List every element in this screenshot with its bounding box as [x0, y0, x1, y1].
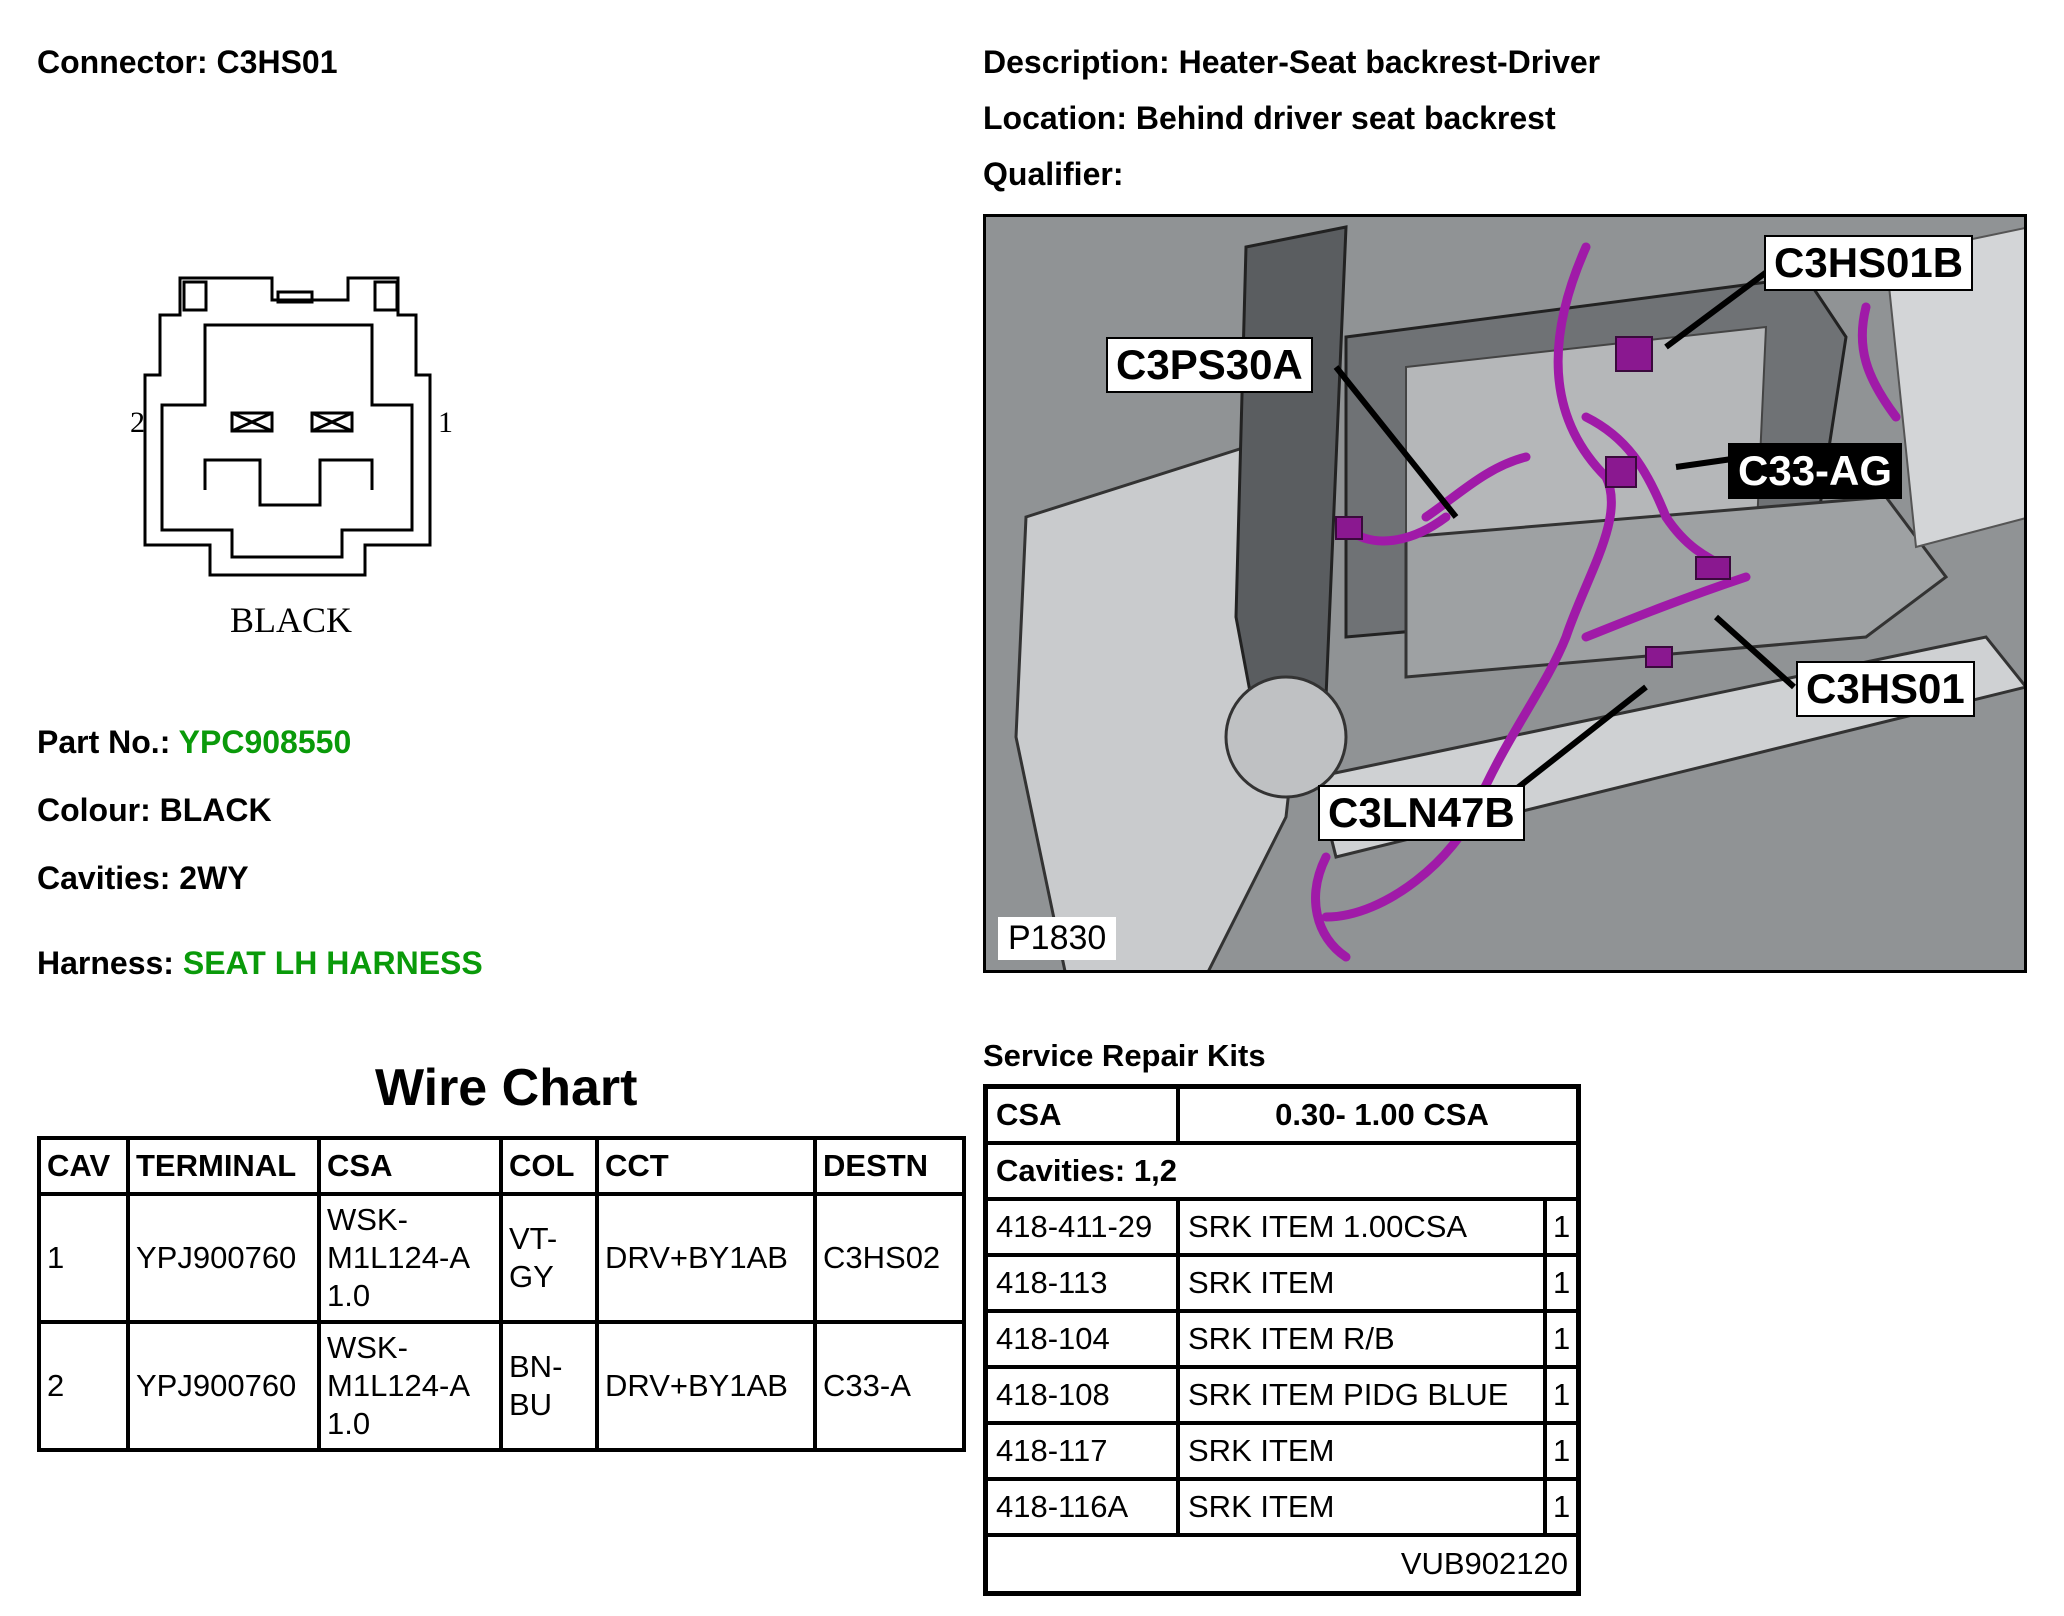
location-photo: C3HS01B C3PS30A C33-AG C3HS01 C3LN47B P1…: [983, 214, 2027, 973]
srk-desc: SRK ITEM: [1188, 1489, 1335, 1524]
srk-qty: 1: [1553, 1433, 1571, 1468]
cavities-line: Cavities: 2WY: [37, 860, 249, 897]
qualifier-line: Qualifier:: [983, 156, 1123, 193]
srk-code: 418-104: [996, 1321, 1110, 1356]
srk-csa-value: 0.30- 1.00 CSA: [1275, 1097, 1489, 1132]
list-item: 418-411-29 SRK ITEM 1.00CSA 1: [988, 1201, 1576, 1257]
connector-line: Connector: C3HS01: [37, 44, 338, 81]
srk-desc: SRK ITEM: [1188, 1433, 1335, 1468]
seat-illustration: [986, 217, 2024, 970]
srk-code: 418-116A: [996, 1489, 1129, 1524]
qualifier-label: Qualifier:: [983, 156, 1124, 192]
figure-code: P1830: [998, 917, 1117, 960]
srk-csa-row: CSA 0.30- 1.00 CSA: [988, 1089, 1576, 1145]
cell-cct: DRV+BY1AB: [595, 1320, 817, 1452]
srk-footer-code: VUB902120: [1400, 1546, 1568, 1581]
part-no-label: Part No.:: [37, 724, 171, 760]
srk-code: 418-108: [996, 1377, 1110, 1412]
harness-label: Harness:: [37, 945, 174, 981]
connector-value: C3HS01: [216, 44, 338, 80]
srk-footer-row: VUB902120: [988, 1537, 1576, 1591]
harness-link[interactable]: SEAT LH HARNESS: [182, 945, 483, 981]
srk-desc: SRK ITEM 1.00CSA: [1188, 1209, 1468, 1244]
list-item: 418-104 SRK ITEM R/B 1: [988, 1313, 1576, 1369]
cell-terminal: YPJ900760: [126, 1192, 321, 1324]
wire-chart-title: Wire Chart: [375, 1059, 638, 1117]
cell-destn: C3HS02: [813, 1192, 966, 1324]
wire-chart-header-row: CAV TERMINAL CSA COL CCT DESTN: [37, 1136, 966, 1196]
table-row: 1 YPJ900760 WSK- M1L124-A 1.0 VT- GY DRV…: [37, 1192, 966, 1324]
list-item: 418-113 SRK ITEM 1: [988, 1257, 1576, 1313]
service-kits-title: Service Repair Kits: [983, 1038, 1266, 1073]
harness-line: Harness: SEAT LH HARNESS: [37, 945, 483, 982]
colour-line: Colour: BLACK: [37, 792, 272, 829]
srk-cavities-row: Cavities: 1,2: [988, 1145, 1576, 1201]
connector-face-diagram: 2 1 BLACK: [130, 276, 453, 640]
cell-cav: 1: [37, 1192, 130, 1324]
srk-code: 418-117: [996, 1433, 1108, 1468]
srk-qty: 1: [1553, 1209, 1571, 1244]
callout-c3hs01b: C3HS01B: [1764, 235, 1974, 291]
pin-1-label: 1: [438, 406, 453, 439]
callout-c33-ag: C33-AG: [1728, 443, 1903, 499]
srk-csa-label: CSA: [996, 1097, 1062, 1132]
col-header-cav: CAV: [37, 1136, 130, 1196]
cell-cav: 2: [37, 1320, 130, 1452]
list-item: 418-116A SRK ITEM 1: [988, 1481, 1576, 1537]
description-value: Heater-Seat backrest-Driver: [1178, 44, 1601, 80]
part-no-line: Part No.: YPC908550: [37, 724, 351, 761]
callout-c3hs01: C3HS01: [1796, 661, 1975, 717]
col-header-col: COL: [499, 1136, 599, 1196]
srk-cavities: Cavities: 1,2: [996, 1153, 1177, 1188]
cell-csa: WSK- M1L124-A 1.0: [317, 1320, 503, 1452]
list-item: 418-117 SRK ITEM 1: [988, 1425, 1576, 1481]
col-header-csa: CSA: [317, 1136, 503, 1196]
callout-c3ps30a: C3PS30A: [1106, 337, 1313, 393]
srk-qty: 1: [1553, 1265, 1571, 1300]
location-value: Behind driver seat backrest: [1135, 100, 1556, 136]
connector-color-caption: BLACK: [230, 600, 352, 640]
cavities-value: 2WY: [179, 860, 249, 896]
part-no-link[interactable]: YPC908550: [178, 724, 352, 760]
col-header-terminal: TERMINAL: [126, 1136, 321, 1196]
col-header-cct: CCT: [595, 1136, 817, 1196]
cavities-label: Cavities:: [37, 860, 171, 896]
description-label: Description:: [983, 44, 1170, 80]
srk-code: 418-113: [996, 1265, 1108, 1300]
location-line: Location: Behind driver seat backrest: [983, 100, 1556, 137]
list-item: 418-108 SRK ITEM PIDG BLUE 1: [988, 1369, 1576, 1425]
srk-desc: SRK ITEM: [1188, 1265, 1335, 1300]
srk-qty: 1: [1553, 1377, 1571, 1412]
srk-code: 418-411-29: [996, 1209, 1153, 1244]
description-line: Description: Heater-Seat backrest-Driver: [983, 44, 1600, 81]
cell-col: VT- GY: [499, 1192, 599, 1324]
table-row: 2 YPJ900760 WSK- M1L124-A 1.0 BN- BU DRV…: [37, 1320, 966, 1452]
wire-chart-table: CAV TERMINAL CSA COL CCT DESTN 1 YPJ9007…: [37, 1136, 966, 1452]
cell-terminal: YPJ900760: [126, 1320, 321, 1452]
srk-desc: SRK ITEM R/B: [1188, 1321, 1395, 1356]
srk-desc: SRK ITEM PIDG BLUE: [1188, 1377, 1509, 1412]
connector-label: Connector:: [37, 44, 208, 80]
cell-col: BN- BU: [499, 1320, 599, 1452]
srk-qty: 1: [1553, 1321, 1571, 1356]
colour-label: Colour:: [37, 792, 151, 828]
cell-csa: WSK- M1L124-A 1.0: [317, 1192, 503, 1324]
location-label: Location:: [983, 100, 1127, 136]
srk-qty: 1: [1553, 1489, 1571, 1524]
pin-2-label: 2: [130, 406, 145, 439]
col-header-destn: DESTN: [813, 1136, 966, 1196]
cell-destn: C33-A: [813, 1320, 966, 1452]
service-kits-table: CSA 0.30- 1.00 CSA Cavities: 1,2 418-411…: [983, 1084, 1581, 1596]
callout-c3ln47b: C3LN47B: [1318, 785, 1525, 841]
colour-value: BLACK: [159, 792, 272, 828]
cell-cct: DRV+BY1AB: [595, 1192, 817, 1324]
